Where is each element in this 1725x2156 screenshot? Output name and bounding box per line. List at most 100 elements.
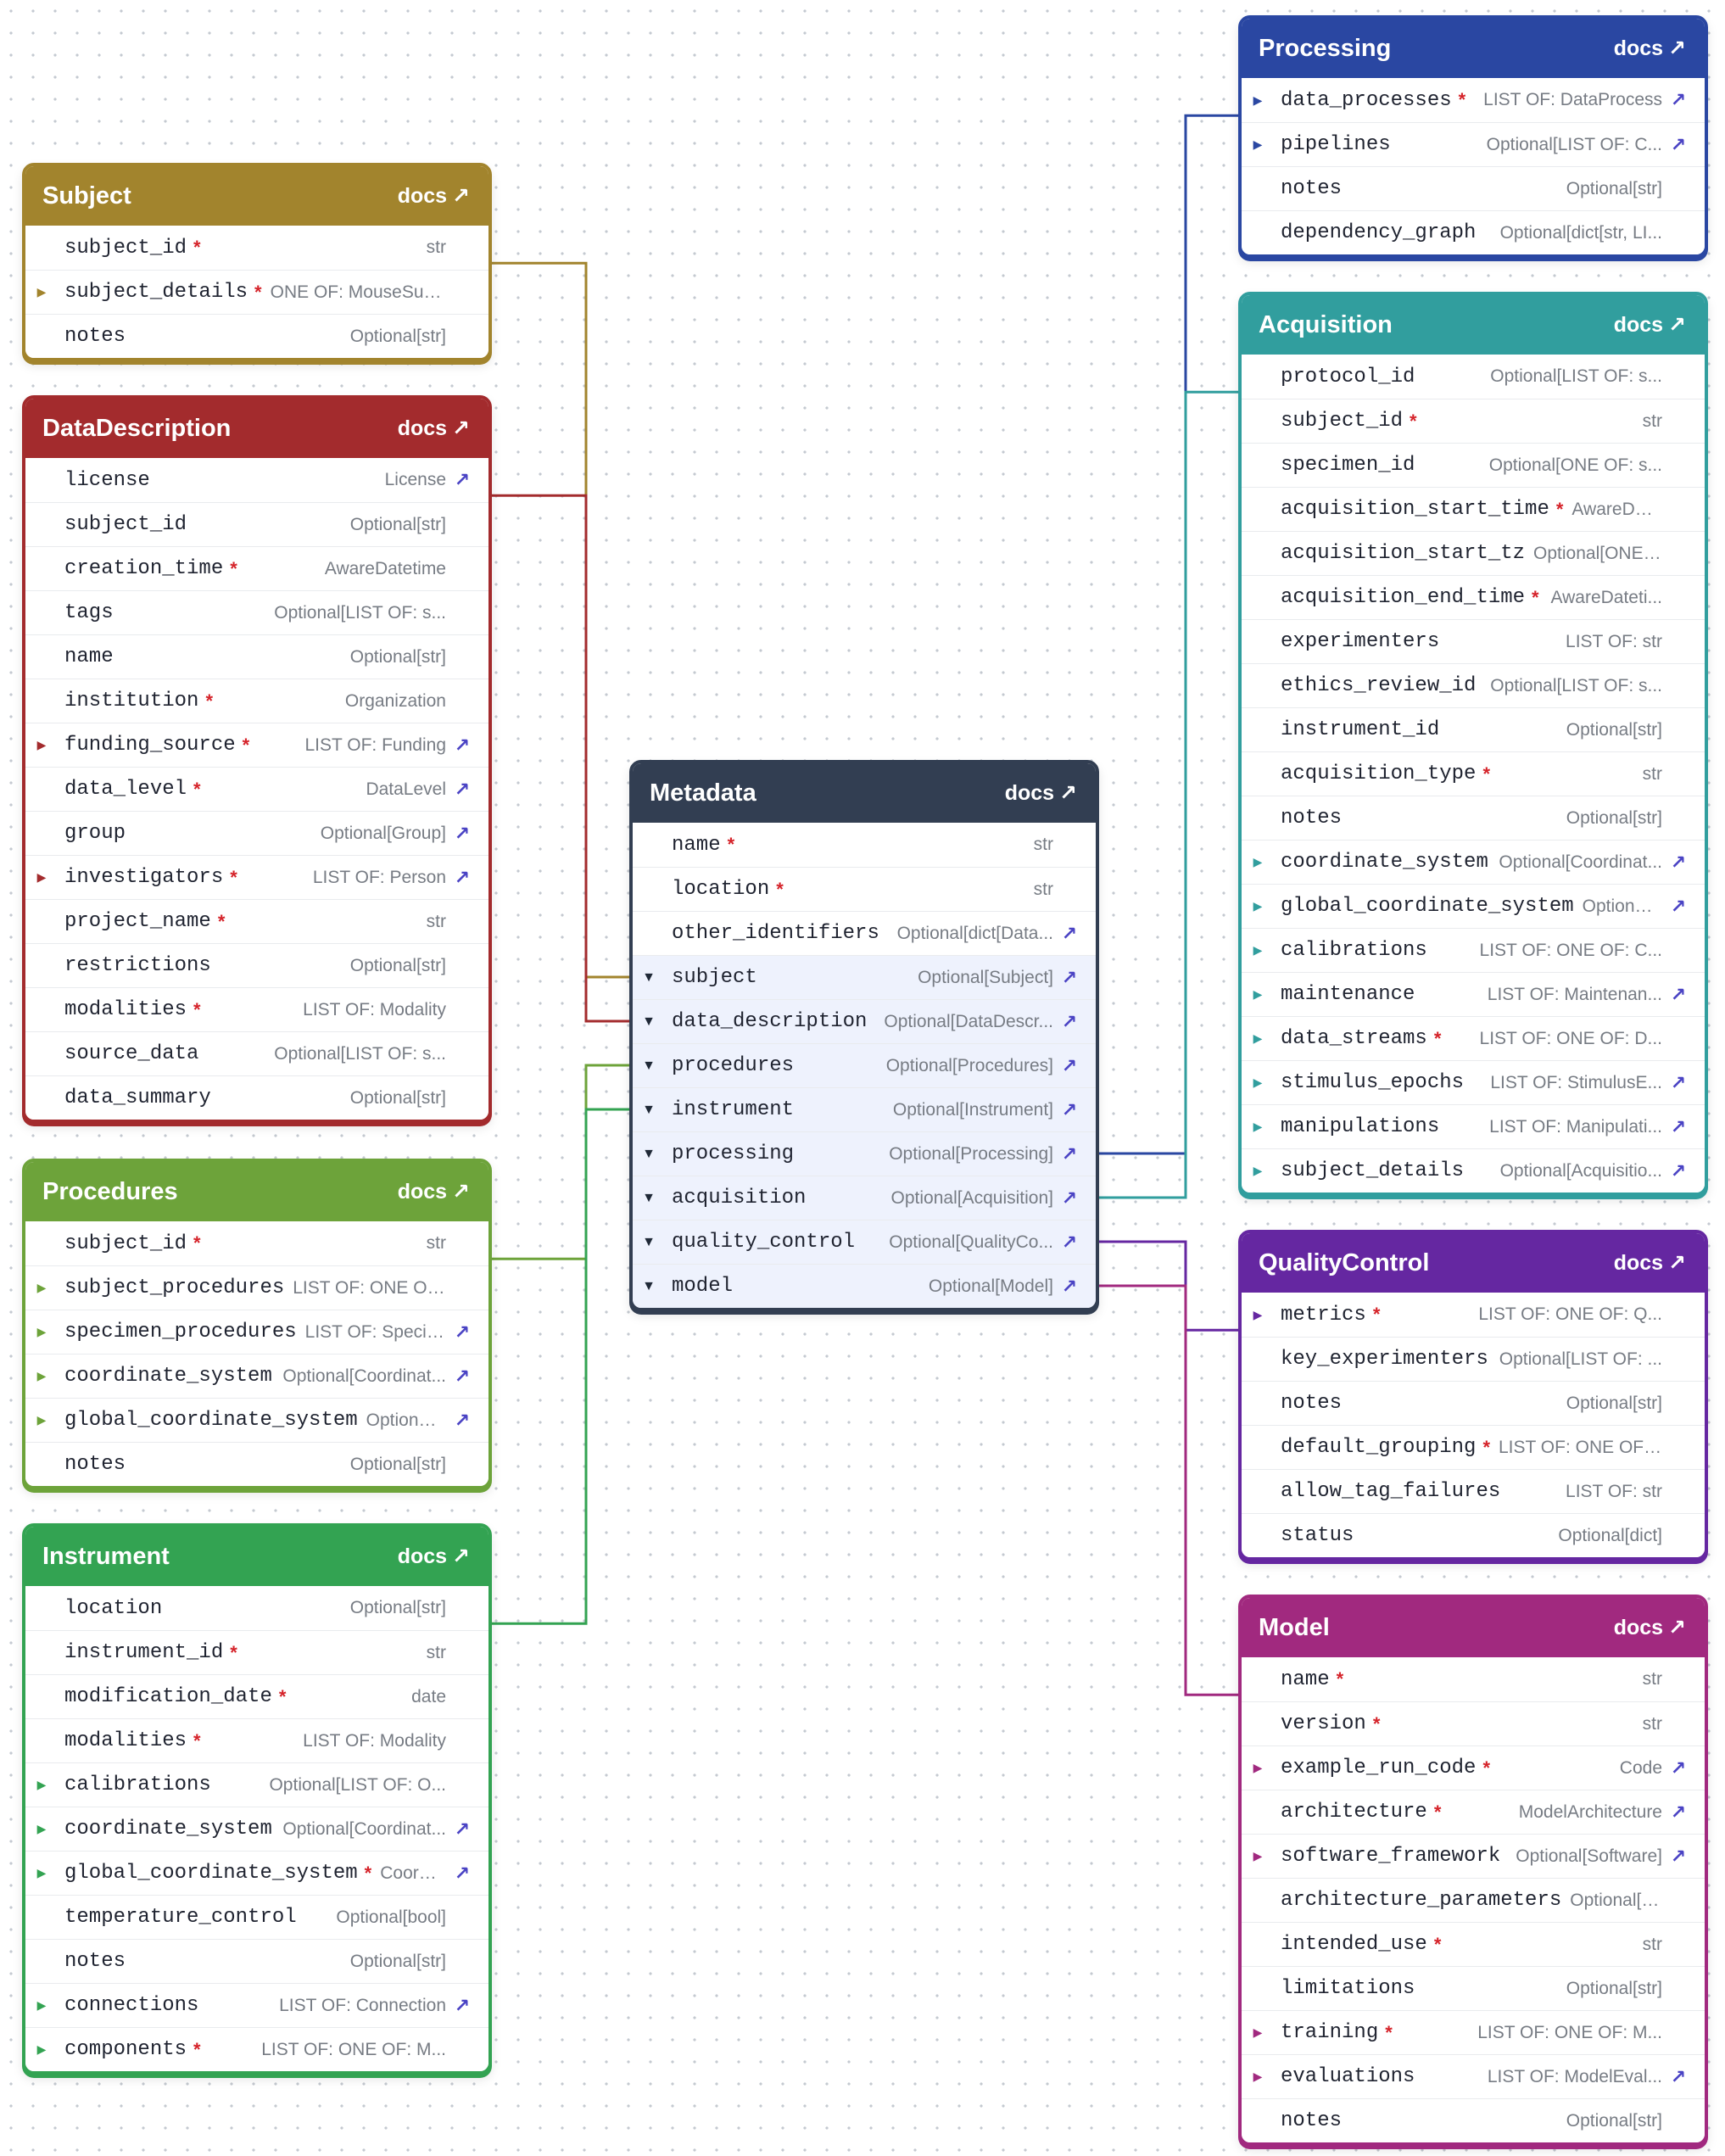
- field-row-global-coordinate-system[interactable]: ▶global_coordinate_system*Coordin...↗: [25, 1851, 488, 1895]
- expand-caret-icon[interactable]: ▶: [36, 870, 47, 884]
- type-link-arrow-icon[interactable]: ↗: [454, 1409, 471, 1431]
- expand-caret-icon[interactable]: ▶: [36, 1413, 47, 1427]
- type-link-arrow-icon[interactable]: ↗: [1061, 1098, 1078, 1120]
- docs-link[interactable]: docs↗: [1614, 312, 1686, 338]
- type-link-arrow-icon[interactable]: ↗: [454, 734, 471, 756]
- type-link-arrow-icon[interactable]: ↗: [454, 1321, 471, 1343]
- collapse-caret-icon[interactable]: ▼: [642, 1058, 656, 1073]
- docs-link[interactable]: docs↗: [398, 1544, 470, 1569]
- field-row-metrics[interactable]: ▶metrics*LIST OF: ONE OF: Q...: [1242, 1293, 1705, 1337]
- expand-caret-icon[interactable]: ▶: [36, 1822, 47, 1835]
- type-link-arrow-icon[interactable]: ↗: [1670, 2065, 1687, 2087]
- type-link-arrow-icon[interactable]: ↗: [1670, 1115, 1687, 1137]
- docs-link[interactable]: docs↗: [1614, 1250, 1686, 1276]
- type-link-arrow-icon[interactable]: ↗: [1061, 1231, 1078, 1253]
- expand-caret-icon[interactable]: ▶: [36, 2042, 47, 2056]
- type-link-arrow-icon[interactable]: ↗: [454, 1818, 471, 1840]
- expand-caret-icon[interactable]: ▶: [36, 1369, 47, 1382]
- type-link-arrow-icon[interactable]: ↗: [1061, 1054, 1078, 1076]
- expand-caret-icon[interactable]: ▶: [36, 285, 47, 299]
- type-link-arrow-icon[interactable]: ↗: [1670, 1801, 1687, 1823]
- collapse-caret-icon[interactable]: ▼: [642, 1278, 656, 1293]
- type-link-arrow-icon[interactable]: ↗: [1670, 851, 1687, 873]
- expand-caret-icon[interactable]: ▶: [36, 1998, 47, 2012]
- type-link-arrow-icon[interactable]: ↗: [1670, 1159, 1687, 1181]
- expand-caret-icon[interactable]: ▶: [1253, 1849, 1263, 1863]
- expand-caret-icon[interactable]: ▶: [1253, 987, 1263, 1001]
- type-link-arrow-icon[interactable]: ↗: [1670, 89, 1687, 110]
- expand-caret-icon[interactable]: ▶: [1253, 2069, 1263, 2083]
- expand-caret-icon[interactable]: ▶: [1253, 92, 1263, 107]
- docs-link[interactable]: docs↗: [1614, 36, 1686, 61]
- expand-caret-icon[interactable]: ▶: [36, 1866, 47, 1880]
- field-row-data-streams[interactable]: ▶data_streams*LIST OF: ONE OF: D...: [1242, 1016, 1705, 1060]
- collapse-caret-icon[interactable]: ▼: [642, 1014, 656, 1029]
- expand-caret-icon[interactable]: ▶: [1253, 1031, 1263, 1045]
- type-link-arrow-icon[interactable]: ↗: [1061, 966, 1078, 988]
- expand-caret-icon[interactable]: ▶: [36, 738, 47, 751]
- expand-caret-icon[interactable]: ▶: [1253, 2025, 1263, 2039]
- type-link-arrow-icon[interactable]: ↗: [1670, 1757, 1687, 1779]
- type-link-arrow-icon[interactable]: ↗: [454, 469, 471, 490]
- type-link-arrow-icon[interactable]: ↗: [1670, 983, 1687, 1005]
- field-row-data-processes[interactable]: ▶data_processes*LIST OF: DataProcess↗: [1242, 78, 1705, 122]
- expand-caret-icon[interactable]: ▶: [1253, 1075, 1263, 1089]
- expand-caret-icon[interactable]: ▶: [36, 1281, 47, 1294]
- expand-caret-icon[interactable]: ▶: [1253, 1120, 1263, 1133]
- type-link-arrow-icon[interactable]: ↗: [454, 866, 471, 888]
- collapse-caret-icon[interactable]: ▼: [642, 1234, 656, 1249]
- expand-caret-icon[interactable]: ▶: [36, 1778, 47, 1791]
- type-link-arrow-icon[interactable]: ↗: [1670, 1071, 1687, 1093]
- docs-link[interactable]: docs↗: [398, 183, 470, 209]
- type-link-arrow-icon[interactable]: ↗: [1670, 895, 1687, 917]
- type-link-arrow-icon[interactable]: ↗: [1061, 1275, 1078, 1297]
- type-link-arrow-icon[interactable]: ↗: [1061, 922, 1078, 944]
- expand-caret-icon[interactable]: ▶: [1253, 943, 1263, 957]
- field-row-components[interactable]: ▶components*LIST OF: ONE OF: M...: [25, 2027, 488, 2071]
- type-link-arrow-icon[interactable]: ↗: [454, 1365, 471, 1387]
- type-link-arrow-icon[interactable]: ↗: [454, 822, 471, 844]
- docs-link[interactable]: docs↗: [1614, 1615, 1686, 1640]
- expand-caret-icon[interactable]: ▶: [1253, 855, 1263, 869]
- field-row-example-run-code[interactable]: ▶example_run_code*Code↗: [1242, 1745, 1705, 1790]
- expand-caret-icon[interactable]: ▶: [1253, 137, 1263, 151]
- expand-caret-icon[interactable]: ▶: [36, 1325, 47, 1338]
- type-link-arrow-icon[interactable]: ↗: [1061, 1010, 1078, 1032]
- collapse-caret-icon[interactable]: ▼: [642, 1146, 656, 1161]
- field-row-investigators[interactable]: ▶investigators*LIST OF: Person↗: [25, 855, 488, 899]
- collapse-caret-icon[interactable]: ▼: [642, 1190, 656, 1205]
- type-link-arrow-icon[interactable]: ↗: [1061, 1142, 1078, 1165]
- docs-link[interactable]: docs↗: [1005, 780, 1077, 806]
- expand-caret-icon[interactable]: ▶: [1253, 1307, 1263, 1321]
- type-link-arrow-icon[interactable]: ↗: [1061, 1187, 1078, 1209]
- collapse-caret-icon[interactable]: ▼: [642, 969, 656, 985]
- expand-caret-icon[interactable]: ▶: [1253, 1761, 1263, 1774]
- type-link-arrow-icon[interactable]: ↗: [454, 778, 471, 800]
- expand-caret-icon[interactable]: ▶: [1253, 1164, 1263, 1177]
- field-row-subject-details[interactable]: ▶subject_details*ONE OF: MouseSub...: [25, 270, 488, 314]
- type-link-arrow-icon[interactable]: ↗: [1670, 1845, 1687, 1867]
- expand-caret-icon[interactable]: ▶: [1253, 899, 1263, 913]
